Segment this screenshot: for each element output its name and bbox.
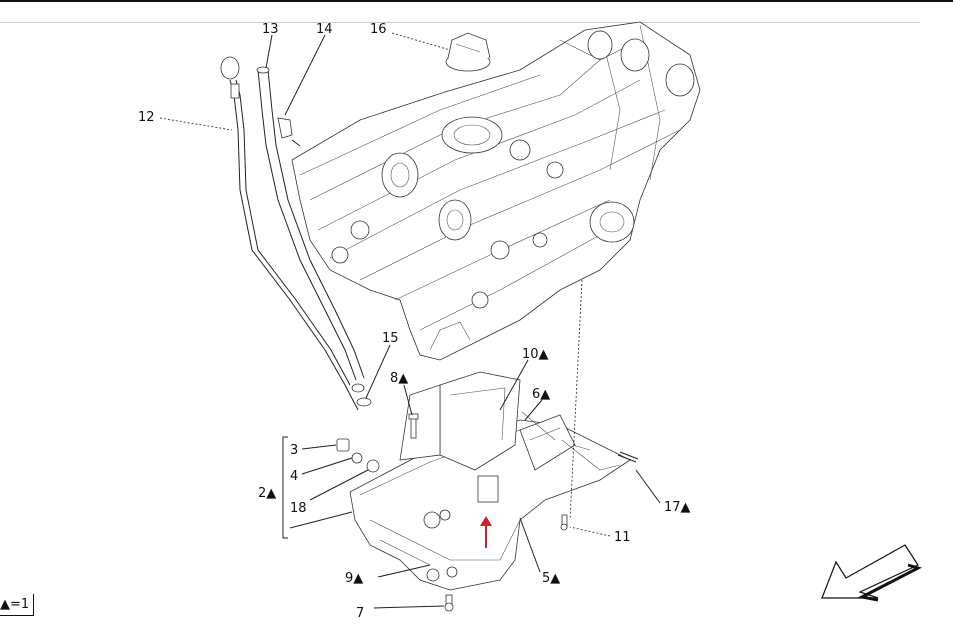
- callout-10: 10▲: [522, 347, 549, 362]
- bolt-11: [560, 514, 568, 531]
- callout-17: 17▲: [664, 500, 691, 515]
- alignment-line: [569, 279, 583, 521]
- dipstick: [220, 56, 359, 411]
- drain-plug-parts: [336, 438, 380, 473]
- callout-15: 15: [382, 331, 399, 346]
- callout-7: 7: [356, 606, 364, 621]
- o-ring: [356, 397, 372, 407]
- callout-4: 4: [290, 469, 298, 484]
- callout-13: 13: [262, 22, 279, 37]
- oil-pan-illustration: [349, 371, 631, 591]
- callout-9: 9▲: [345, 571, 363, 586]
- callout-6: 6▲: [532, 387, 550, 402]
- dipstick-tube: [256, 66, 365, 393]
- engine-block-illustration: [291, 21, 701, 361]
- legend-note: ▲=1: [0, 594, 35, 616]
- stud-17: [617, 451, 639, 463]
- callout-16: 16: [370, 22, 387, 37]
- top-border: [0, 0, 953, 2]
- header-rule: [0, 22, 920, 23]
- callout-12: 12: [138, 110, 155, 125]
- direction-arrow-icon: [821, 544, 922, 602]
- callout-5: 5▲: [542, 571, 560, 586]
- callout-11: 11: [614, 530, 631, 545]
- callout-8: 8▲: [390, 371, 408, 386]
- oil-filler-cap: [445, 32, 491, 72]
- tube-bracket: [277, 117, 301, 147]
- red-up-arrow-icon: [480, 516, 492, 548]
- callout-2: 2▲: [258, 486, 276, 501]
- callout-18: 18: [290, 501, 307, 516]
- callout-14: 14: [316, 22, 333, 37]
- leader-lines: [159, 32, 661, 609]
- bolt-7: [444, 594, 454, 612]
- callout-3: 3: [290, 443, 298, 458]
- bolt-8: [408, 413, 419, 439]
